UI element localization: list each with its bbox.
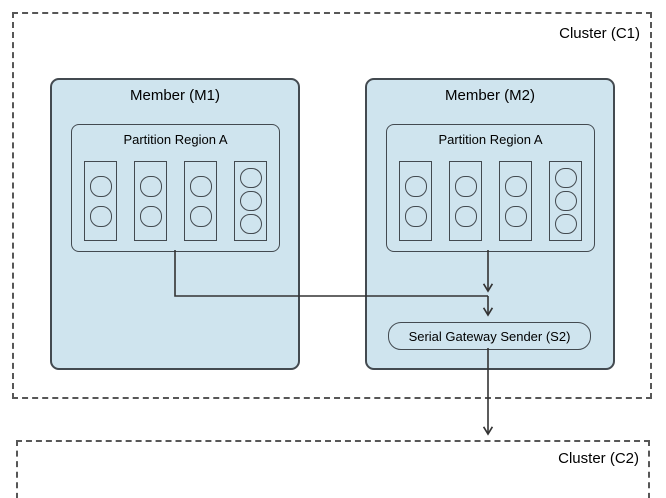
entry-oval (139, 205, 162, 227)
entry-oval (504, 205, 527, 227)
bucket-bar (449, 161, 482, 241)
member-m1-label: Member (M1) (129, 87, 220, 104)
cluster-c2-box: Cluster (C2) (16, 440, 650, 498)
cluster-c2-label: Cluster (C2) (558, 450, 639, 467)
entry-oval (554, 214, 577, 234)
cluster-c1-box: Cluster (C1) (12, 12, 652, 399)
bucket-bar (399, 161, 432, 241)
entry-oval (239, 191, 262, 211)
serial-gateway-sender-label: Serial Gateway Sender (S2) (408, 328, 571, 344)
member-m2-buckets (399, 161, 582, 241)
bucket-bar (499, 161, 532, 241)
entry-oval (554, 191, 577, 211)
member-m2-box: Member (M2) Partition Region A Serial Ga… (365, 78, 615, 370)
entry-oval (239, 214, 262, 234)
member-m2-label: Member (M2) (444, 87, 535, 104)
member-m1-buckets (84, 161, 267, 241)
member-m1-box: Member (M1) Partition Region A (50, 78, 300, 370)
serial-gateway-sender-box: Serial Gateway Sender (S2) (388, 322, 591, 350)
bucket-bar (134, 161, 167, 241)
entry-oval (454, 205, 477, 227)
entry-oval (404, 205, 427, 227)
bucket-bar (234, 161, 267, 241)
entry-oval (239, 168, 262, 188)
entry-oval (504, 175, 527, 197)
entry-oval (189, 175, 212, 197)
entry-oval (89, 175, 112, 197)
entry-oval (139, 175, 162, 197)
cluster-c1-label: Cluster (C1) (559, 25, 640, 42)
member-m2-partition-region: Partition Region A (386, 124, 595, 252)
entry-oval (404, 175, 427, 197)
entry-oval (554, 168, 577, 188)
member-m1-partition-region: Partition Region A (71, 124, 280, 252)
entry-oval (454, 175, 477, 197)
bucket-bar (184, 161, 217, 241)
bucket-bar (549, 161, 582, 241)
entry-oval (189, 205, 212, 227)
member-m1-partition-label: Partition Region A (123, 132, 228, 147)
entry-oval (89, 205, 112, 227)
bucket-bar (84, 161, 117, 241)
member-m2-partition-label: Partition Region A (438, 132, 543, 147)
